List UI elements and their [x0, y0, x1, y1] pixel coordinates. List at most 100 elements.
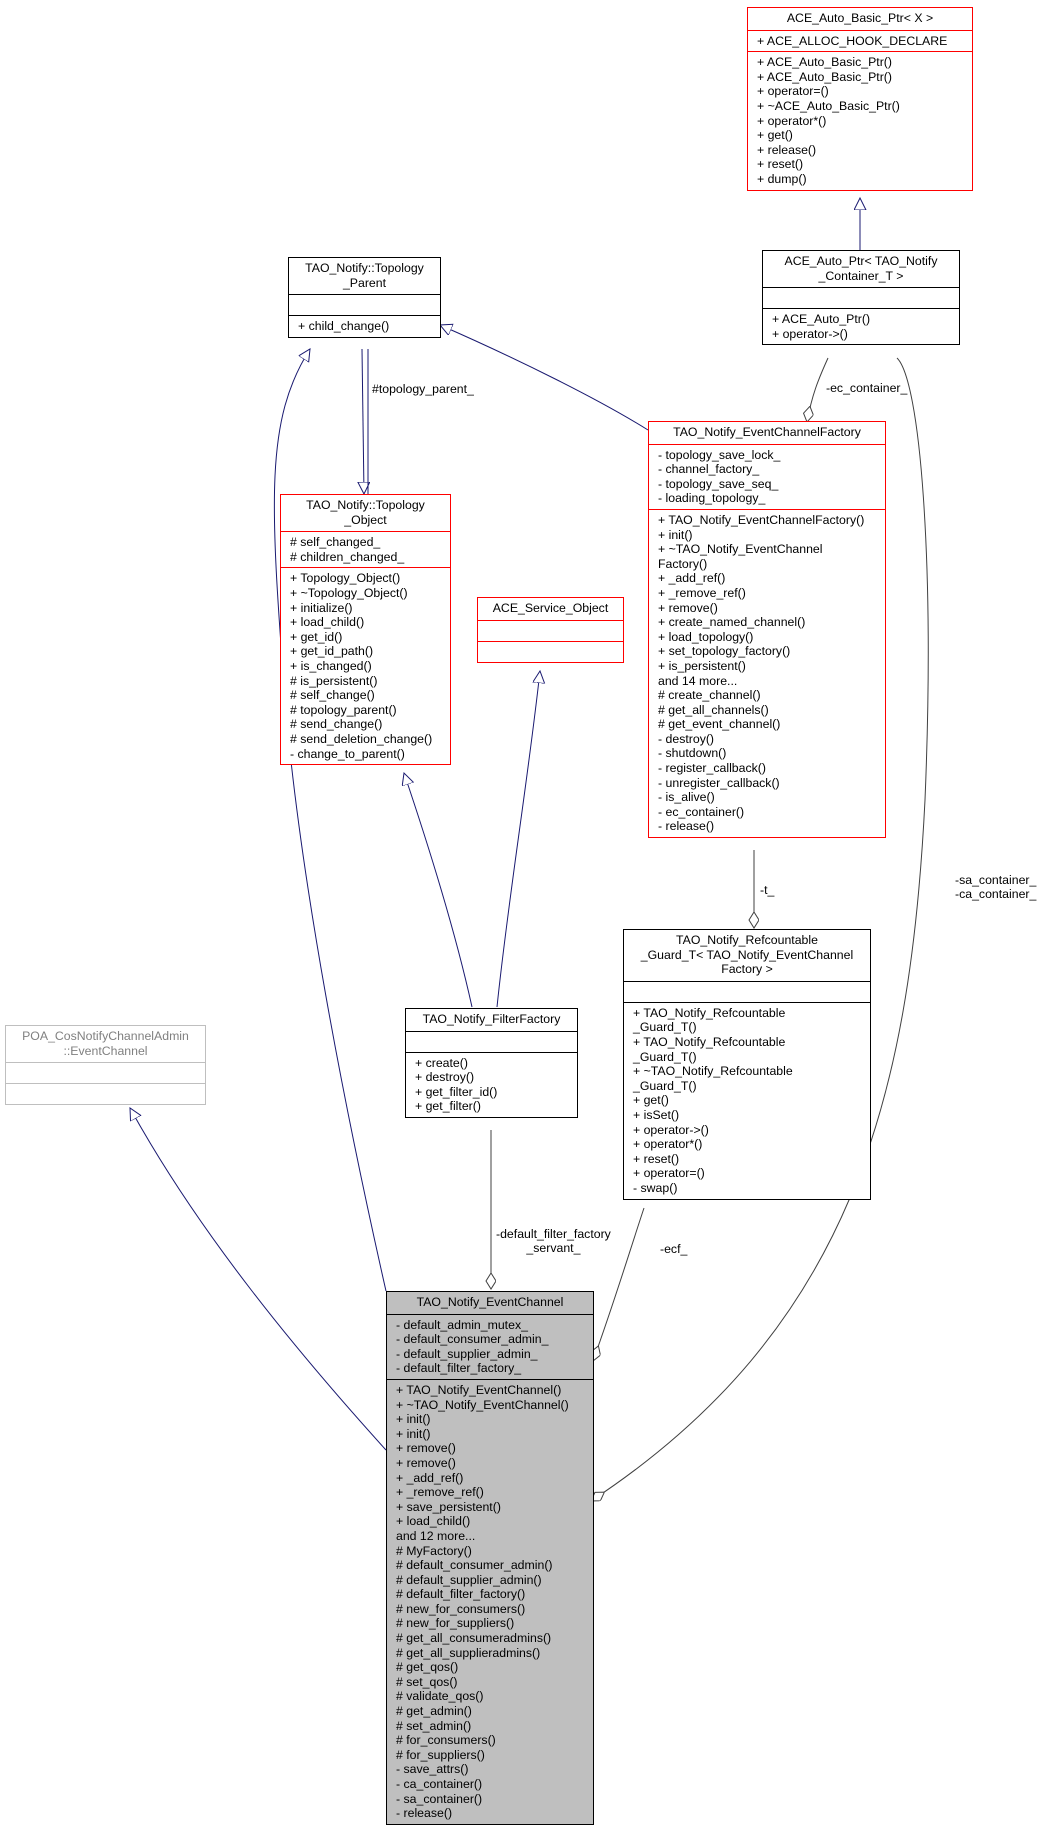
class-title: TAO_Notify_Refcountable_Guard_T< TAO_Not… [624, 930, 870, 981]
class-attributes: # self_changed_# children_changed_ [281, 531, 450, 567]
class-member: + ~TAO_Notify_Refcountable [633, 1064, 793, 1079]
class-title-line: TAO_Notify_EventChannel [416, 1295, 564, 1309]
node-event-channel[interactable]: TAO_Notify_EventChannel - default_admin_m… [386, 1291, 594, 1825]
class-title-line: TAO_Notify::Topology [306, 498, 425, 512]
class-member: + _add_ref() [658, 571, 726, 586]
edge-filter-factory-inherits-service-object [496, 671, 540, 1008]
class-member: + ~TAO_Notify_EventChannel [658, 542, 823, 557]
label-ec-container: -ec_container_ [826, 381, 908, 395]
class-methods: + ACE_Auto_Basic_Ptr()+ ACE_Auto_Basic_P… [748, 51, 972, 189]
node-topology-object[interactable]: TAO_Notify::Topology_Object# self_change… [280, 494, 451, 766]
class-member: + child_change() [298, 319, 390, 334]
class-member: + load_child() [290, 615, 365, 630]
class-member: - release() [658, 819, 715, 834]
class-member: # validate_qos() [396, 1689, 484, 1704]
class-methods [478, 640, 623, 662]
class-member: + isSet() [633, 1107, 680, 1122]
node-event-channel-factory[interactable]: TAO_Notify_EventChannelFactory- topology… [648, 421, 886, 839]
class-member: + save_persistent() [396, 1499, 501, 1514]
node-ace-auto-ptr[interactable]: ACE_Auto_Ptr< TAO_Notify_Container_T > + … [762, 250, 960, 346]
class-member: + get_id() [290, 629, 343, 644]
class-member: + init() [396, 1426, 431, 1441]
class-title-line: ACE_Auto_Ptr< TAO_Notify [784, 254, 938, 268]
class-title-line: ::EventChannel [63, 1043, 148, 1058]
class-attributes: - topology_save_lock_- channel_factory_-… [649, 443, 885, 509]
class-member: + operator=() [757, 84, 829, 99]
class-member: + remove() [658, 600, 718, 615]
label-sa-container: -sa_container_ [955, 873, 1037, 887]
class-member: # topology_parent() [290, 702, 397, 717]
class-member: + _add_ref() [396, 1470, 464, 1485]
class-member: # send_change() [290, 717, 383, 732]
class-attributes: - default_admin_mutex_- default_consumer… [387, 1313, 593, 1379]
class-member: + remove() [396, 1455, 456, 1470]
class-member: + init() [658, 527, 693, 542]
class-title-line: ACE_Auto_Basic_Ptr< X > [786, 11, 934, 25]
class-member: # send_deletion_change() [290, 731, 433, 746]
class-member: + operator*() [633, 1137, 703, 1152]
class-member: + ACE_Auto_Ptr() [772, 312, 871, 327]
class-member: # is_persistent() [290, 673, 378, 688]
node-refcountable-guard[interactable]: TAO_Notify_Refcountable_Guard_T< TAO_Not… [623, 929, 871, 1200]
class-member: - channel_factory_ [658, 462, 760, 477]
class-attributes [478, 619, 623, 641]
node-poa-event-channel[interactable]: POA_CosNotifyChannelAdmin::EventChannel [5, 1025, 206, 1106]
class-member: Factory() [658, 556, 708, 571]
node-ace-service-object[interactable]: ACE_Service_Object [477, 597, 624, 663]
class-member: + initialize() [290, 600, 353, 615]
class-member: + is_persistent() [658, 658, 746, 673]
class-title-line: _Guard_T< TAO_Notify_EventChannel [640, 947, 854, 962]
class-member: + remove() [396, 1441, 456, 1456]
class-member: + ACE_Auto_Basic_Ptr() [757, 69, 892, 84]
class-member: + operator=() [633, 1166, 705, 1181]
class-title: POA_CosNotifyChannelAdmin::EventChannel [6, 1026, 205, 1062]
class-title: ACE_Auto_Basic_Ptr< X > [748, 8, 972, 30]
label-ca-container: -ca_container_ [955, 887, 1037, 901]
class-member: + get() [757, 128, 793, 143]
class-member: + reset() [633, 1151, 680, 1166]
class-title-line: _Object [344, 512, 387, 527]
class-title-line: TAO_Notify_FilterFactory [422, 1012, 561, 1026]
label-default-filter-factory: -default_filter_factory [496, 1227, 611, 1241]
class-member: + dump() [757, 171, 807, 186]
class-member: + get_filter() [415, 1099, 481, 1114]
class-member: + TAO_Notify_Refcountable [633, 1005, 786, 1020]
class-title: ACE_Auto_Ptr< TAO_Notify_Container_T > [763, 251, 959, 287]
label-default-filter-factory-servant: -default_filter_factory _servant_ [496, 1227, 611, 1255]
class-attributes [289, 294, 440, 315]
class-member: + _remove_ref() [658, 585, 746, 600]
class-methods: + Topology_Object()+ ~Topology_Object()+… [281, 567, 450, 764]
class-member: + destroy() [415, 1070, 475, 1085]
class-member: # set_qos() [396, 1674, 458, 1689]
edge-event-channel-inherits-topology-parent [273, 349, 387, 1292]
label-ecf: -ecf_ [660, 1242, 688, 1256]
class-attributes: + ACE_ALLOC_HOOK_DECLARE [748, 29, 972, 52]
class-member: + create_named_channel() [658, 615, 806, 630]
class-member: + get() [633, 1093, 669, 1108]
class-member: + operator*() [757, 113, 827, 128]
class-member: - default_admin_mutex_ [396, 1317, 528, 1332]
class-member: # for_consumers() [396, 1733, 496, 1748]
node-filter-factory[interactable]: TAO_Notify_FilterFactory+ create()+ dest… [405, 1008, 578, 1118]
class-title: TAO_Notify::Topology_Parent [289, 258, 440, 294]
label-topology-parent: #topology_parent_ [372, 382, 474, 396]
node-topology-parent[interactable]: TAO_Notify::Topology_Parent+ child_chang… [288, 257, 441, 338]
class-member: + operator->() [772, 326, 848, 341]
class-member: + ~TAO_Notify_EventChannel() [396, 1397, 569, 1412]
class-member: # set_admin() [396, 1718, 472, 1733]
class-member: + set_topology_factory() [658, 644, 791, 659]
class-member: - is_alive() [658, 790, 715, 805]
class-member: - ca_container() [396, 1777, 483, 1791]
class-member: # default_filter_factory() [396, 1587, 526, 1602]
class-member: _Guard_T() [633, 1020, 697, 1035]
class-member: - ec_container() [658, 804, 745, 819]
label-t: -t_ [760, 883, 775, 897]
class-methods: + TAO_Notify_EventChannelFactory()+ init… [649, 508, 885, 837]
class-methods [6, 1083, 205, 1104]
node-ace-auto-basic-ptr[interactable]: ACE_Auto_Basic_Ptr< X > + ACE_ALLOC_HOOK_… [747, 7, 973, 191]
class-title: TAO_Notify_EventChannel [387, 1292, 593, 1314]
class-member: and 14 more... [658, 673, 738, 688]
edge-filter-factory-inherits-topology-object [404, 773, 473, 1008]
edge-sa-ca-container-usage [591, 357, 929, 1501]
class-member: # children_changed_ [290, 549, 405, 564]
